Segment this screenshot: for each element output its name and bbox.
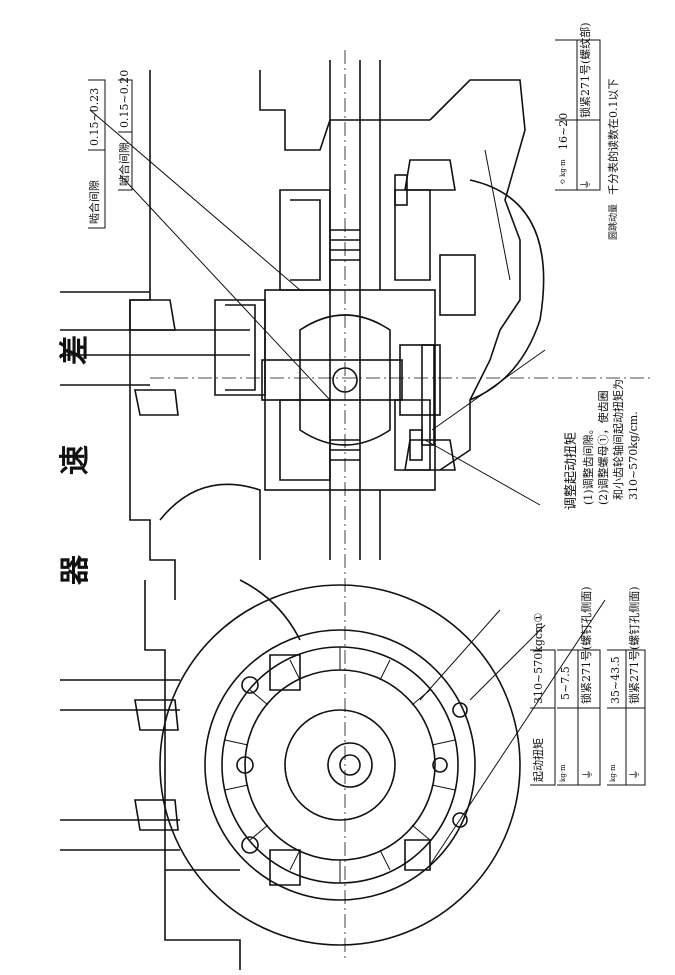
- box-start-torque: [530, 649, 556, 786]
- ring-gear-lower: [279, 399, 331, 481]
- adjust-step2: (2)调整螺母①，使齿圈: [597, 390, 610, 505]
- box-mesh-gap-1: [88, 79, 106, 229]
- torque-right-value: 16~20: [557, 112, 570, 150]
- loctite-drop-icon-3: ⏚: [628, 769, 641, 780]
- case-bearing-upper: [404, 159, 456, 191]
- diff-case: [264, 289, 436, 491]
- ring-gear-rim: [204, 629, 476, 901]
- torque-wrench-icon-2: kg·m: [559, 764, 567, 782]
- case-bearing-lower: [404, 439, 456, 471]
- lug-right: [404, 839, 431, 871]
- lower-housing: [144, 580, 241, 970]
- cross-shaft: [261, 359, 403, 401]
- mesh-gap-2-label: 啮合间隙: [118, 142, 131, 186]
- loctite-thread-label: 锁紧271号(螺纹部): [579, 22, 592, 118]
- ring-gear-upper: [279, 189, 331, 291]
- side-gear-upper: [394, 189, 431, 281]
- box-torque-small: [557, 649, 601, 786]
- lug-bottom: [269, 849, 301, 886]
- left-bearing-upper: [134, 699, 179, 731]
- adjust-step1: (1)调整齿间隙。: [582, 423, 595, 505]
- title-char-1: 差: [58, 335, 93, 365]
- box-right-spec: [555, 39, 601, 191]
- adjust-nut-upper: [439, 254, 476, 316]
- title-char-2: 速: [58, 445, 93, 475]
- adjust-step4: 310~570kg/cm.: [627, 411, 640, 500]
- mesh-gap-1-value: 0.15~0.23: [88, 87, 101, 146]
- housing-lower-lip: [159, 483, 261, 560]
- loctite-hole-1-label: 锁紧271号(螺钉孔侧面): [580, 586, 593, 704]
- lock-bolt: [421, 344, 435, 446]
- ring-gear-outer: [159, 584, 521, 946]
- runout-label: 圆跳动量: [609, 203, 619, 240]
- box-mesh-gap-2: [118, 79, 133, 191]
- pinion-bearing-outer: [129, 299, 176, 331]
- torque-small-value: 5~7.5: [559, 666, 572, 700]
- left-bearing-lower: [134, 799, 179, 831]
- lug-top: [269, 654, 301, 691]
- loctite-drop-icon-2: ⏚: [581, 769, 594, 780]
- loctite-drop-icon: ⏚: [579, 179, 592, 190]
- box-torque-large: [607, 649, 646, 786]
- torque-wrench-icon-3: kg·m: [609, 764, 617, 782]
- start-torque-value: 310~570kgcm①: [532, 612, 545, 704]
- start-torque-label: 起动扭矩: [532, 738, 545, 782]
- housing-flange: [429, 79, 526, 471]
- mesh-gap-2-value: 0.15~0.20: [118, 69, 131, 128]
- title-char-3: 器: [58, 555, 93, 585]
- hub: [327, 742, 373, 788]
- torque-large-value: 35~43.5: [609, 656, 622, 704]
- adjust-title: 调整起动扭矩: [564, 431, 579, 510]
- pinion-bearing-inner: [134, 389, 179, 416]
- torque-wrench-icon: ⟲ kg·m: [559, 159, 567, 185]
- adjust-step3: 和小齿轮轴间起动扭矩为: [612, 379, 625, 500]
- loctite-hole-2-label: 锁紧271号(螺钉孔侧面): [628, 586, 641, 704]
- runout-text: 千分表的读数在0.1以下: [607, 78, 620, 196]
- adjust-nut-lower: [399, 344, 441, 416]
- mesh-gap-1-label: 啮合间隙: [88, 180, 101, 224]
- housing-outline-right: [469, 179, 545, 401]
- pinion-gear: [214, 299, 266, 396]
